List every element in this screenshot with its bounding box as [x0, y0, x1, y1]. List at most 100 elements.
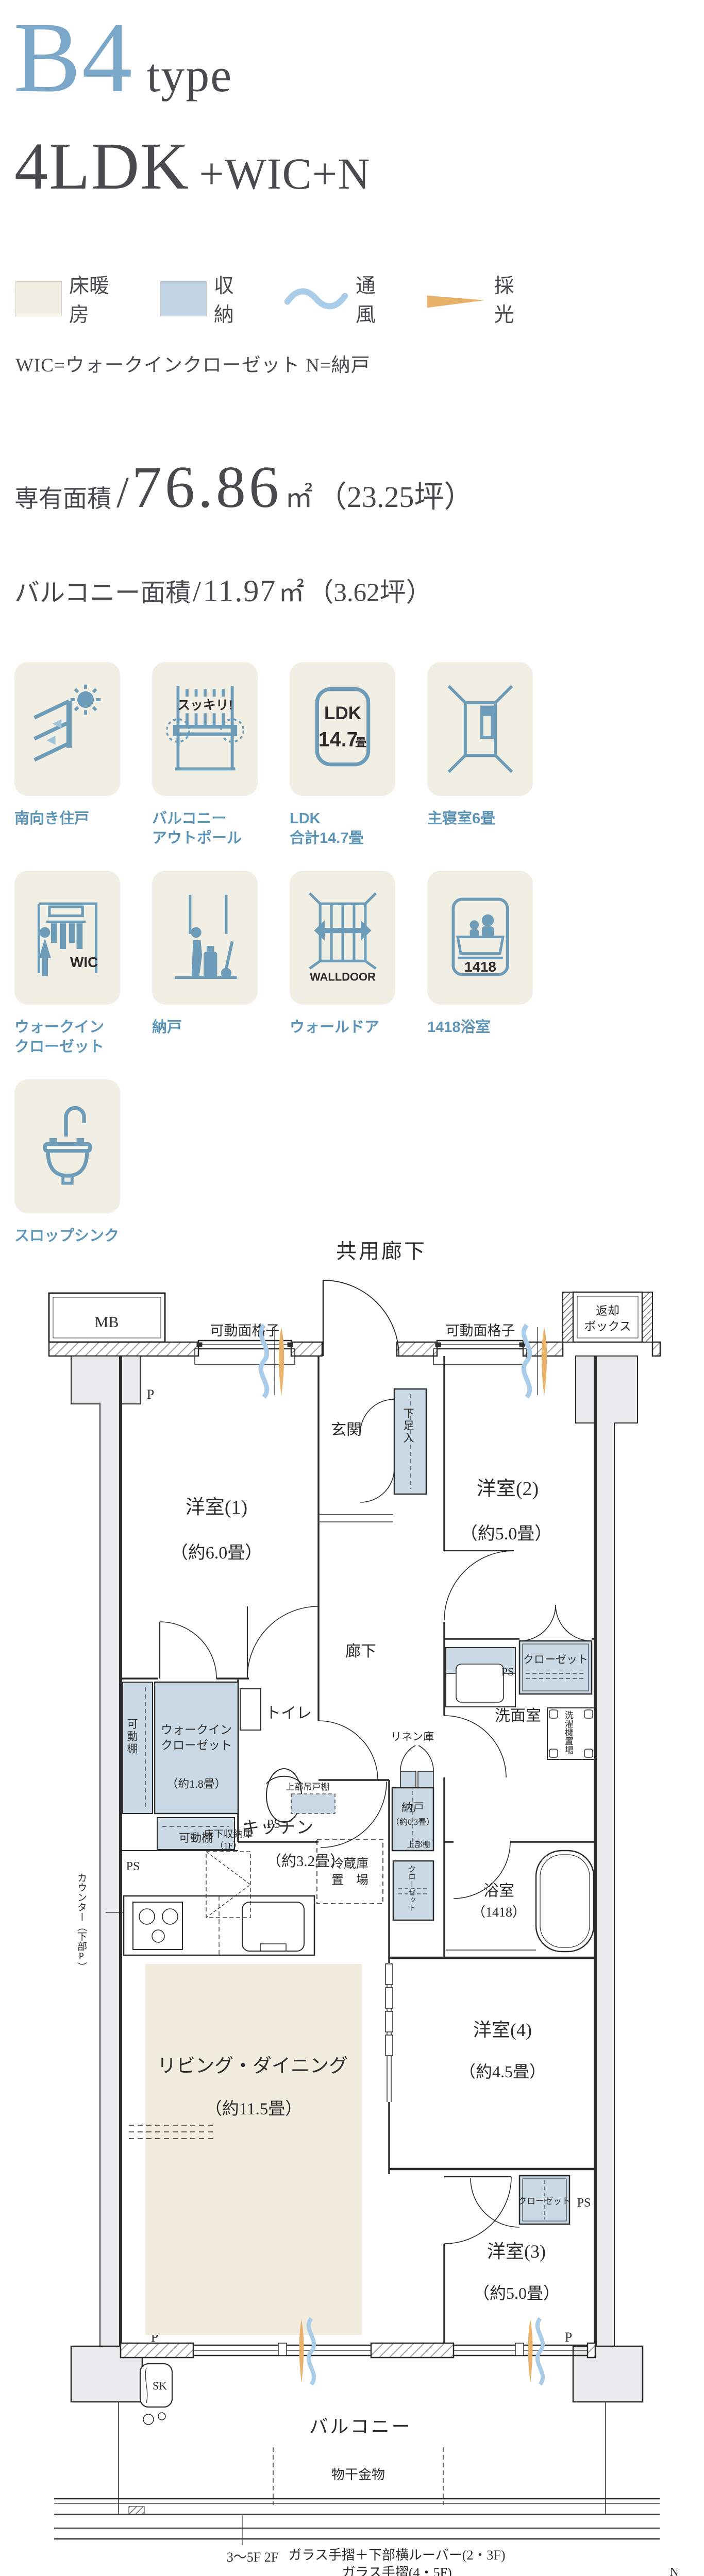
wic-icon: WIC	[14, 871, 120, 1005]
feature-south-facing: 南向き住戸	[14, 662, 120, 842]
balcony-area-tsubo: （3.62坪）	[307, 579, 432, 607]
room1-label: 洋室(1)	[186, 1497, 247, 1518]
svg-text:畳: 畳	[355, 736, 366, 749]
closet-room3: クローゼット	[518, 2175, 571, 2225]
legend-daylight: 採光	[425, 270, 531, 328]
top-wall	[48, 1341, 661, 1357]
svg-text:冷蔵庫: 冷蔵庫	[331, 1857, 368, 1871]
interior-walls	[121, 1356, 595, 2343]
hanging-cabinet-label: 上部吊戸棚	[286, 1782, 330, 1792]
walldoor-track	[385, 1963, 393, 2102]
vent-daylight-bottom	[299, 2317, 545, 2386]
bath: 浴室 （1418）	[446, 1850, 595, 1953]
unit-name: B4	[13, 2, 133, 113]
bath-1418-icon: 1418	[427, 871, 533, 1005]
floor-heating-swatch	[15, 281, 62, 316]
floor-note: 3〜5F 2F	[227, 2550, 278, 2565]
window-north-2	[433, 1340, 527, 1365]
svg-text:床下収納庫: 床下収納庫	[204, 1828, 253, 1840]
svg-text:（約6.0畳）: （約6.0畳）	[171, 1543, 263, 1563]
type-word: type	[146, 49, 233, 101]
slop-sink-icon	[14, 1079, 120, 1213]
washroom-label: 洗面室	[495, 1707, 541, 1724]
exclusive-area-tsubo: （23.25坪）	[316, 480, 474, 514]
svg-text:浴室: 浴室	[483, 1883, 514, 1900]
svg-text:（1F）: （1F）	[215, 1841, 242, 1851]
svg-text:（1418）: （1418）	[472, 1905, 526, 1920]
svg-text:ボックス: ボックス	[584, 1320, 631, 1333]
counter-note: カウンター（下部P）	[76, 1873, 87, 1972]
floor-plan-drawing: 共用廊下 MB 可動面格子 可動面格子	[48, 1240, 679, 2576]
svg-text:1418: 1418	[464, 959, 496, 975]
svg-text:キッチン: キッチン	[242, 1819, 314, 1837]
slash: /	[116, 467, 129, 517]
common-corridor-label: 共用廊下	[336, 1240, 427, 1263]
return-box: 返却 ボックス	[562, 1291, 653, 1343]
movable-shelf-label-v: 可動棚	[126, 1718, 138, 1755]
railing-note-1: ガラス手摺＋下部横ルーバー(2・3F)	[289, 2548, 506, 2563]
svg-text:（約3.2畳）: （約3.2畳）	[266, 1853, 345, 1870]
balcony: SK バルコニー 物干金物 3〜5F 2F ガラス手摺＋下部横ルーバー(2・3F…	[54, 2363, 660, 2576]
balcony-area-label: バルコニー面積	[14, 579, 191, 607]
doors	[159, 1399, 592, 2244]
floor-plan: 共用廊下 MB 可動面格子 可動面格子	[0, 1226, 704, 2576]
exclusive-area-label: 専有面積	[14, 486, 111, 513]
movable-grille-label-2: 可動面格子	[446, 1323, 515, 1338]
svg-text:（約0.3畳）: （約0.3畳）	[391, 1818, 434, 1827]
balcony-area: バルコニー面積 / 11.97 ㎡ （3.62坪）	[14, 571, 432, 609]
svg-text:ウォークイン: ウォークイン	[161, 1723, 232, 1736]
walldoor-icon: WALLDOOR	[290, 871, 395, 1005]
floor-heating-area	[145, 1964, 362, 2335]
mb-box: MB	[48, 1292, 166, 1343]
ldk-badge-icon: LDK 14.7 畳	[290, 662, 395, 796]
kitchen: 冷蔵庫 置 場 床下収納庫 （1F） キッチン （約3.2畳）	[123, 1819, 383, 1956]
svg-text:（約5.0畳）: （約5.0畳）	[473, 2284, 560, 2302]
ps-label: PS	[126, 1860, 140, 1873]
closet-label-v: クローゼット	[407, 1865, 415, 1911]
svg-text:クローゼット: クローゼット	[161, 1739, 232, 1752]
hallway-label: 廊下	[345, 1643, 376, 1660]
abbreviation-note: WIC=ウォークインクローゼット N=納戸	[15, 355, 371, 376]
nando: 納戸 （約0.3畳） 上部棚	[391, 1787, 434, 1852]
daylight-label: 採光	[494, 275, 514, 326]
washing-machine	[547, 1707, 595, 1760]
svg-text:クローゼット: クローゼット	[523, 1653, 588, 1666]
nando-icon	[152, 871, 258, 1005]
drying-fixture-label: 物干金物	[331, 2467, 385, 2482]
south-facing-icon	[14, 662, 120, 796]
compass-plan: N	[669, 2566, 678, 2576]
outpole-badge: スッキリ!	[177, 699, 233, 713]
svg-text:（約1.8畳）: （約1.8畳）	[166, 1777, 226, 1790]
living-label: リビング・ダイニング	[157, 2055, 348, 2077]
railing-note-2: ガラス手摺(4・5F)	[342, 2565, 451, 2576]
legend-floor-heating: 床暖房	[15, 270, 124, 328]
svg-text:WIC: WIC	[70, 954, 98, 970]
floor-heating-label: 床暖房	[69, 275, 109, 326]
feature-slop-sink: スロップシンク	[14, 1079, 120, 1260]
exclusive-area: 専有面積 / 76.86 ㎡ （23.25坪）	[14, 453, 474, 522]
storage-label: 収納	[213, 275, 234, 326]
pillar-label: P	[147, 1387, 154, 1402]
svg-text:（約11.5畳）: （約11.5畳）	[205, 2099, 303, 2119]
ps-label: PS	[267, 1818, 281, 1831]
shoe-cabinet-label: 下足入	[402, 1408, 414, 1445]
svg-text:置 場: 置 場	[331, 1873, 368, 1887]
feature-master-bedroom: 主寝室6畳	[427, 662, 533, 842]
washing-machine-label: 洗濯機置場	[563, 1710, 573, 1754]
room4-label: 洋室(4)	[473, 2020, 532, 2040]
entrance-label: 玄関	[331, 1421, 362, 1438]
legend-storage: 収納	[160, 270, 250, 328]
room2-label: 洋室(2)	[477, 1478, 539, 1500]
legend: 床暖房 収納 通風 採光	[15, 270, 531, 328]
window-north-1	[194, 1340, 295, 1365]
ventilation-label: 通風	[355, 275, 376, 326]
ld-dashes	[129, 2125, 216, 2139]
movable-grille-label-1: 可動面格子	[210, 1323, 280, 1338]
toilet-label: トイレ	[265, 1705, 312, 1722]
svg-text:N: N	[669, 2566, 678, 2576]
room3-label: 洋室(3)	[487, 2241, 546, 2262]
svg-text:返却: 返却	[596, 1304, 619, 1317]
feature-nando: 納戸	[152, 871, 258, 1051]
svg-text:（約4.5畳）: （約4.5畳）	[459, 2062, 546, 2081]
